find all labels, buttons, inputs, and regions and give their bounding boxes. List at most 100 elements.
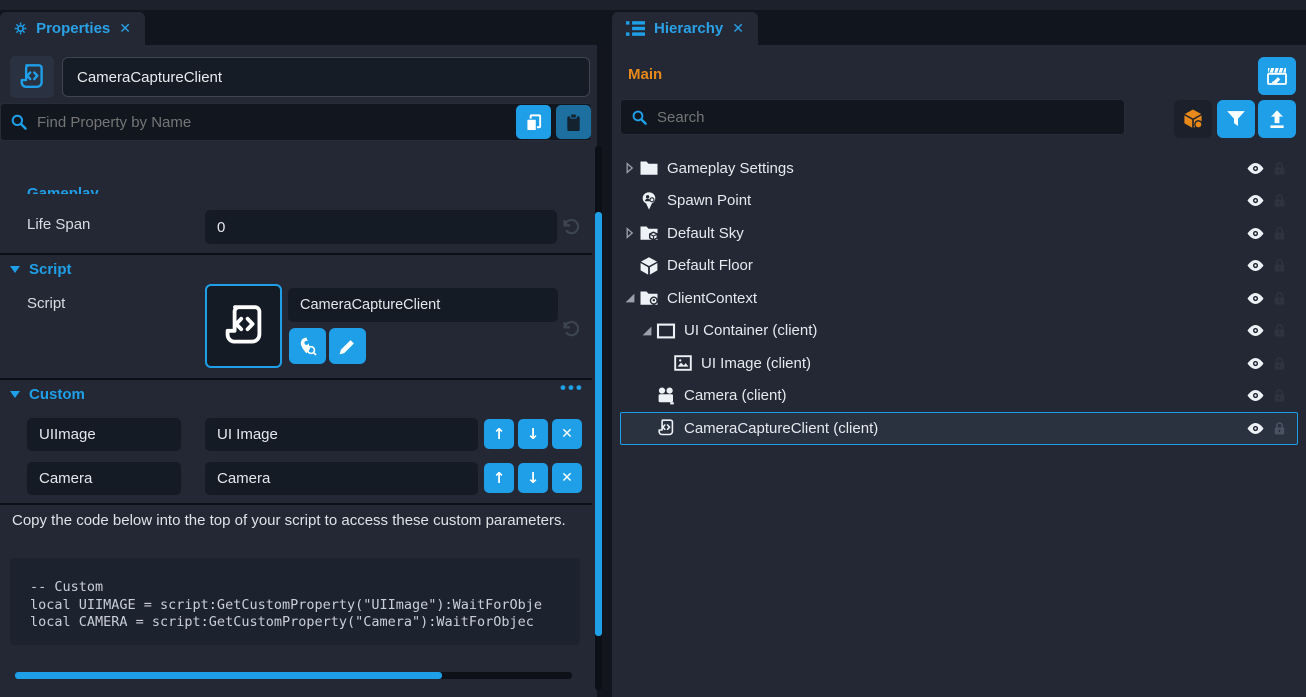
script-scroll-icon [17, 62, 47, 92]
paste-properties-button[interactable] [556, 105, 591, 139]
move-up-button[interactable]: ↑ [484, 463, 514, 493]
tree-item-camera-client[interactable]: Camera (client) [620, 380, 1298, 413]
copy-properties-button[interactable] [516, 105, 551, 139]
tree-item-label: Default Sky [667, 224, 744, 242]
tree-item-spawn-point[interactable]: Spawn Point [620, 185, 1298, 218]
tab-properties[interactable]: Properties ✕ [0, 12, 145, 45]
clapper-rocket-icon [1266, 65, 1288, 87]
vertical-scrollbar[interactable] [595, 146, 602, 690]
edit-script-button[interactable] [329, 328, 366, 364]
move-down-button[interactable]: ↓ [518, 463, 548, 493]
expander-expanded-icon[interactable] [623, 291, 637, 305]
custom-code-snippet[interactable]: -- Custom local UIIMAGE = script:GetCust… [10, 558, 580, 645]
eye-icon[interactable] [1246, 386, 1265, 405]
expander-placeholder [640, 389, 654, 403]
hierarchy-search-row [620, 99, 1125, 135]
close-icon[interactable]: ✕ [119, 20, 131, 36]
tree-item-default-floor[interactable]: Default Floor [620, 250, 1298, 283]
folder-cube-icon [639, 223, 659, 243]
lock-icon[interactable] [1272, 421, 1287, 436]
custom-property-name[interactable]: Camera [27, 462, 181, 495]
expander-placeholder [623, 259, 637, 273]
life-span-input[interactable] [205, 210, 557, 244]
tab-hierarchy[interactable]: Hierarchy ✕ [612, 12, 758, 45]
expander-expanded-icon[interactable] [640, 324, 654, 338]
hierarchy-search-input[interactable] [620, 99, 1125, 135]
lock-icon[interactable] [1272, 388, 1287, 403]
export-button[interactable] [1258, 100, 1296, 138]
lock-icon[interactable] [1272, 193, 1287, 208]
arrow-up-icon: ↑ [492, 425, 506, 443]
lock-icon[interactable] [1272, 161, 1287, 176]
scrollbar-thumb[interactable] [595, 212, 602, 636]
filter-button[interactable] [1217, 100, 1255, 138]
custom-property-value[interactable]: Camera [205, 462, 478, 495]
section-custom-header[interactable]: Custom [10, 386, 85, 403]
tab-hierarchy-label: Hierarchy [654, 20, 724, 37]
lock-icon[interactable] [1272, 226, 1287, 241]
horizontal-scrollbar[interactable] [15, 672, 572, 679]
divider [0, 378, 592, 380]
eye-icon[interactable] [1246, 191, 1265, 210]
tree-item-ui-container-client[interactable]: UI Container (client) [620, 315, 1298, 348]
eye-icon[interactable] [1246, 321, 1265, 340]
tree-item-gameplay-settings[interactable]: Gameplay Settings [620, 152, 1298, 185]
divider [0, 503, 592, 505]
lock-icon[interactable] [1272, 323, 1287, 338]
tree-item-cameracaptureclient-client[interactable]: CameraCaptureClient (client) [620, 412, 1298, 445]
eye-icon[interactable] [1246, 354, 1265, 373]
lock-icon[interactable] [1272, 258, 1287, 273]
object-name-input[interactable] [62, 57, 590, 97]
object-type-tile [10, 56, 54, 98]
custom-code-hint: Copy the code below into the top of your… [12, 512, 566, 529]
spawn-point-icon [639, 191, 659, 211]
eye-icon[interactable] [1246, 289, 1265, 308]
close-icon[interactable]: ✕ [732, 20, 744, 36]
move-down-button[interactable]: ↓ [518, 419, 548, 449]
tree-item-default-sky[interactable]: Default Sky [620, 217, 1298, 250]
tree-item-label: Camera (client) [684, 387, 787, 405]
camera-icon [656, 386, 676, 406]
lock-icon[interactable] [1272, 291, 1287, 306]
reset-icon[interactable] [560, 216, 582, 238]
expander-collapsed-icon[interactable] [623, 226, 637, 240]
move-up-button[interactable]: ↑ [484, 419, 514, 449]
section-script-header[interactable]: Script [10, 261, 72, 278]
networked-objects-button[interactable] [1174, 100, 1212, 138]
copy-icon [524, 113, 543, 132]
clipboard-icon [564, 112, 583, 132]
find-property-input[interactable] [0, 103, 592, 141]
remove-property-button[interactable]: ✕ [552, 419, 582, 449]
custom-property-name[interactable]: UIImage [27, 418, 181, 451]
top-strip [0, 0, 1306, 10]
eye-icon[interactable] [1246, 159, 1265, 178]
tree-item-label: CameraCaptureClient (client) [684, 419, 879, 437]
scene-preview-button[interactable] [1258, 57, 1296, 95]
script-scroll-icon [220, 302, 268, 350]
upload-icon [1266, 108, 1288, 130]
custom-property-value[interactable]: UI Image [205, 418, 478, 451]
eye-icon[interactable] [1246, 419, 1265, 438]
expander-collapsed-icon[interactable] [623, 161, 637, 175]
eye-icon[interactable] [1246, 256, 1265, 275]
tree-item-label: Gameplay Settings [667, 159, 794, 177]
section-gameplay-header[interactable]: Gameplay [27, 185, 99, 194]
reset-icon[interactable] [560, 318, 582, 340]
script-asset-name[interactable]: CameraCaptureClient [288, 288, 558, 322]
expander-placeholder [657, 356, 671, 370]
lock-icon[interactable] [1272, 356, 1287, 371]
pencil-icon [337, 336, 358, 357]
cube-icon [639, 256, 659, 276]
section-custom-title: Custom [29, 386, 85, 403]
locate-asset-button[interactable] [289, 328, 326, 364]
tree-item-ui-image-client[interactable]: UI Image (client) [620, 347, 1298, 380]
scrollbar-thumb[interactable] [15, 672, 442, 679]
script-asset-slot[interactable] [205, 284, 282, 368]
remove-property-button[interactable]: ✕ [552, 463, 582, 493]
eye-icon[interactable] [1246, 224, 1265, 243]
tree-item-clientcontext[interactable]: ClientContext [620, 282, 1298, 315]
custom-menu-button[interactable]: ••• [560, 378, 584, 397]
pin-search-icon [297, 336, 318, 357]
